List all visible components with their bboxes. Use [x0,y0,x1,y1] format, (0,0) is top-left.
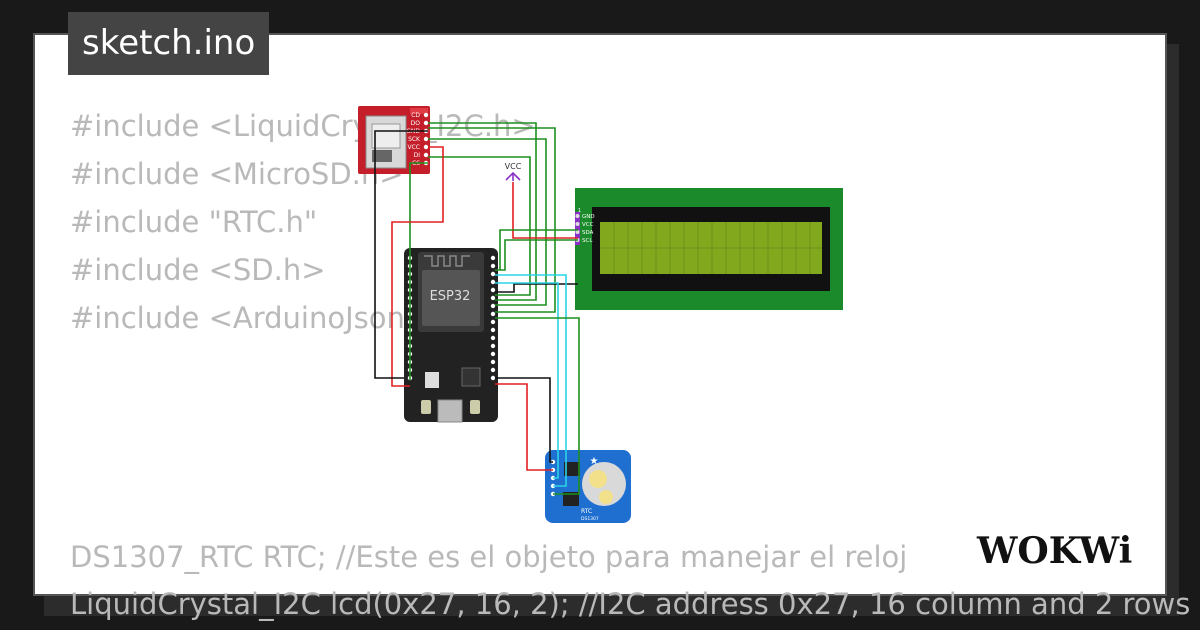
microsd-module[interactable] [358,106,430,174]
wire-black[interactable] [495,377,553,463]
wire-green[interactable] [499,229,578,270]
vcc-label: VCC [505,162,522,171]
esp32-pin-headers [407,255,496,381]
rtc-model-label: DS1307 [581,516,599,522]
lcd-pin-gnd: GND [582,214,595,220]
wire-green[interactable] [428,138,547,306]
svg-text:★: ★ [590,456,599,467]
lcd-pin-vcc: VCC [582,222,594,228]
microsd-pin-vcc: VCC [408,144,420,151]
wire-green[interactable] [409,162,428,380]
wire-red[interactable] [495,383,553,471]
lcd-pin-marker: 1 [578,208,581,214]
esp32-label: ESP32 [430,289,471,304]
lcd-pin-sda: SDA [582,230,594,236]
lcd-pin-scl: SCL [582,238,593,244]
code-line-1: #include <LiquidCrystal_I2C.h> [70,109,536,143]
microsd-pin-sck: SCK [408,136,421,143]
microsd-pin-cd: CD [411,112,420,119]
wire-green[interactable] [428,122,537,301]
wires [374,122,580,495]
wire-cyan[interactable] [495,274,567,487]
wire-green[interactable] [428,127,556,313]
wire-red[interactable] [391,146,444,387]
wokwi-logo: WOKWi [976,530,1132,572]
wire-black[interactable] [495,283,578,293]
vcc-power-symbol[interactable] [505,171,521,181]
preview-card: #include <LiquidCrystal_I2C.h> #include … [33,33,1190,621]
wire-cyan[interactable] [495,282,559,479]
esp32-board[interactable] [404,248,498,423]
wire-green[interactable] [428,156,531,296]
wire-red[interactable] [512,182,578,239]
microsd-pin-di: DI [414,152,421,159]
code-line-2: #include <MicroSD.h> [70,157,404,191]
wire-green[interactable] [495,317,580,495]
code-line-bottom-2: LiquidCrystal_I2C lcd(0x27, 16, 2); //I2… [70,587,1191,621]
lcd-1602[interactable] [575,188,843,310]
lcd-pins: 1 GND VCC SDA SCL [575,208,595,245]
file-title: sketch.ino [68,12,270,75]
rtc-label: RTC [581,508,592,515]
code-line-bottom-1: DS1307_RTC RTC; //Este es el objeto para… [70,540,908,574]
wokwi-logo-text: WOKWi [976,530,1132,572]
code-line-3: #include "RTC.h" [70,205,318,239]
wire-black[interactable] [374,130,428,379]
microsd-pin-do: DO [411,120,421,127]
code-line-4: #include <SD.h> [70,253,326,287]
